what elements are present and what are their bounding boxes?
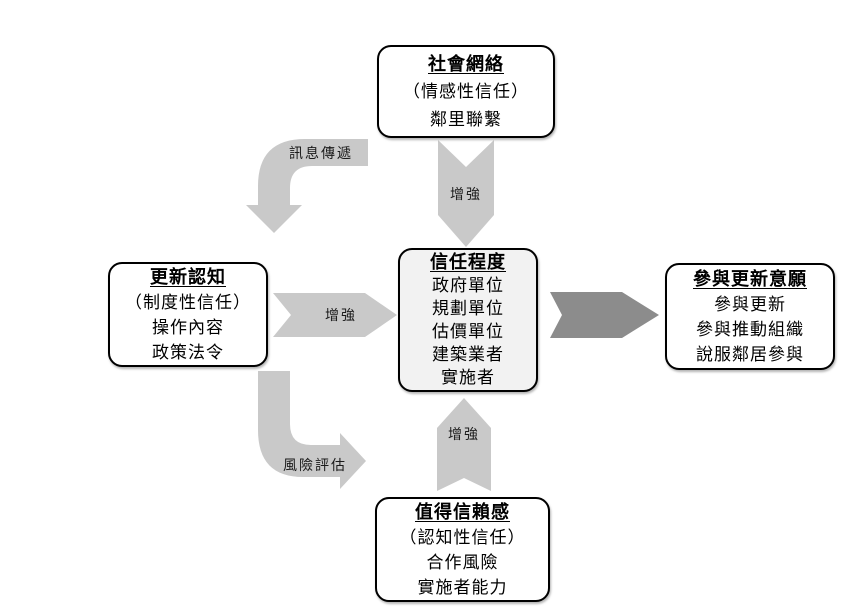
arrow-label-message-transfer: 訊息傳遞	[289, 147, 353, 162]
box-line: 規劃單位	[432, 299, 504, 318]
box-line: （制度性信任）	[125, 292, 251, 312]
right-chevron-arrow-cognition-to-trust	[273, 293, 397, 337]
box-line: 合作風險	[426, 552, 499, 572]
box-line: 鄰里聯繫	[430, 109, 502, 129]
box-title: 社會網絡	[428, 53, 504, 74]
box-line: 估價單位	[432, 322, 504, 341]
box-line: 說服鄰居參與	[696, 344, 804, 364]
box-social-network: 社會網絡 （情感性信任） 鄰里聯繫	[377, 45, 555, 138]
box-title: 參與更新意願	[693, 268, 807, 289]
box-line: 實施者能力	[417, 577, 508, 597]
box-renewal-cognition: 更新認知 （制度性信任） 操作內容 政策法令	[108, 262, 268, 367]
box-trustworthiness: 值得信賴感 （認知性信任） 合作風險 實施者能力	[375, 497, 550, 602]
box-line: 建築業者	[432, 345, 504, 364]
box-line: （情感性信任）	[403, 81, 529, 101]
box-title: 值得信賴感	[415, 501, 510, 522]
elbow-arrow-risk-assessment	[258, 371, 366, 489]
box-participation-willingness: 參與更新意願 參與更新 參與推動組織 說服鄰居參與	[665, 263, 835, 370]
box-line: 實施者	[441, 368, 495, 387]
dark-right-arrow-trust-to-participation	[550, 292, 659, 338]
box-line: 參與推動組織	[696, 319, 804, 339]
box-title: 信任程度	[430, 252, 506, 272]
up-chevron-arrow-trustworthiness-to-trust	[437, 398, 491, 491]
box-line: 參與更新	[714, 294, 786, 314]
box-line: 政府單位	[432, 276, 504, 295]
arrow-label-risk-assessment: 風險評估	[283, 459, 347, 474]
down-chevron-arrow-social-to-trust	[438, 140, 494, 247]
box-line: 政策法令	[152, 342, 224, 362]
box-trust-level: 信任程度 政府單位 規劃單位 估價單位 建築業者 實施者	[398, 248, 538, 392]
elbow-arrow-message-transfer	[246, 139, 368, 233]
arrow-label-enhance-left: 增強	[325, 309, 357, 324]
arrow-label-enhance-top: 增強	[450, 188, 482, 203]
box-line: 操作內容	[152, 317, 224, 337]
box-line: （認知性信任）	[399, 527, 526, 547]
box-title: 更新認知	[150, 266, 226, 287]
arrow-label-enhance-bottom: 增強	[448, 428, 480, 443]
